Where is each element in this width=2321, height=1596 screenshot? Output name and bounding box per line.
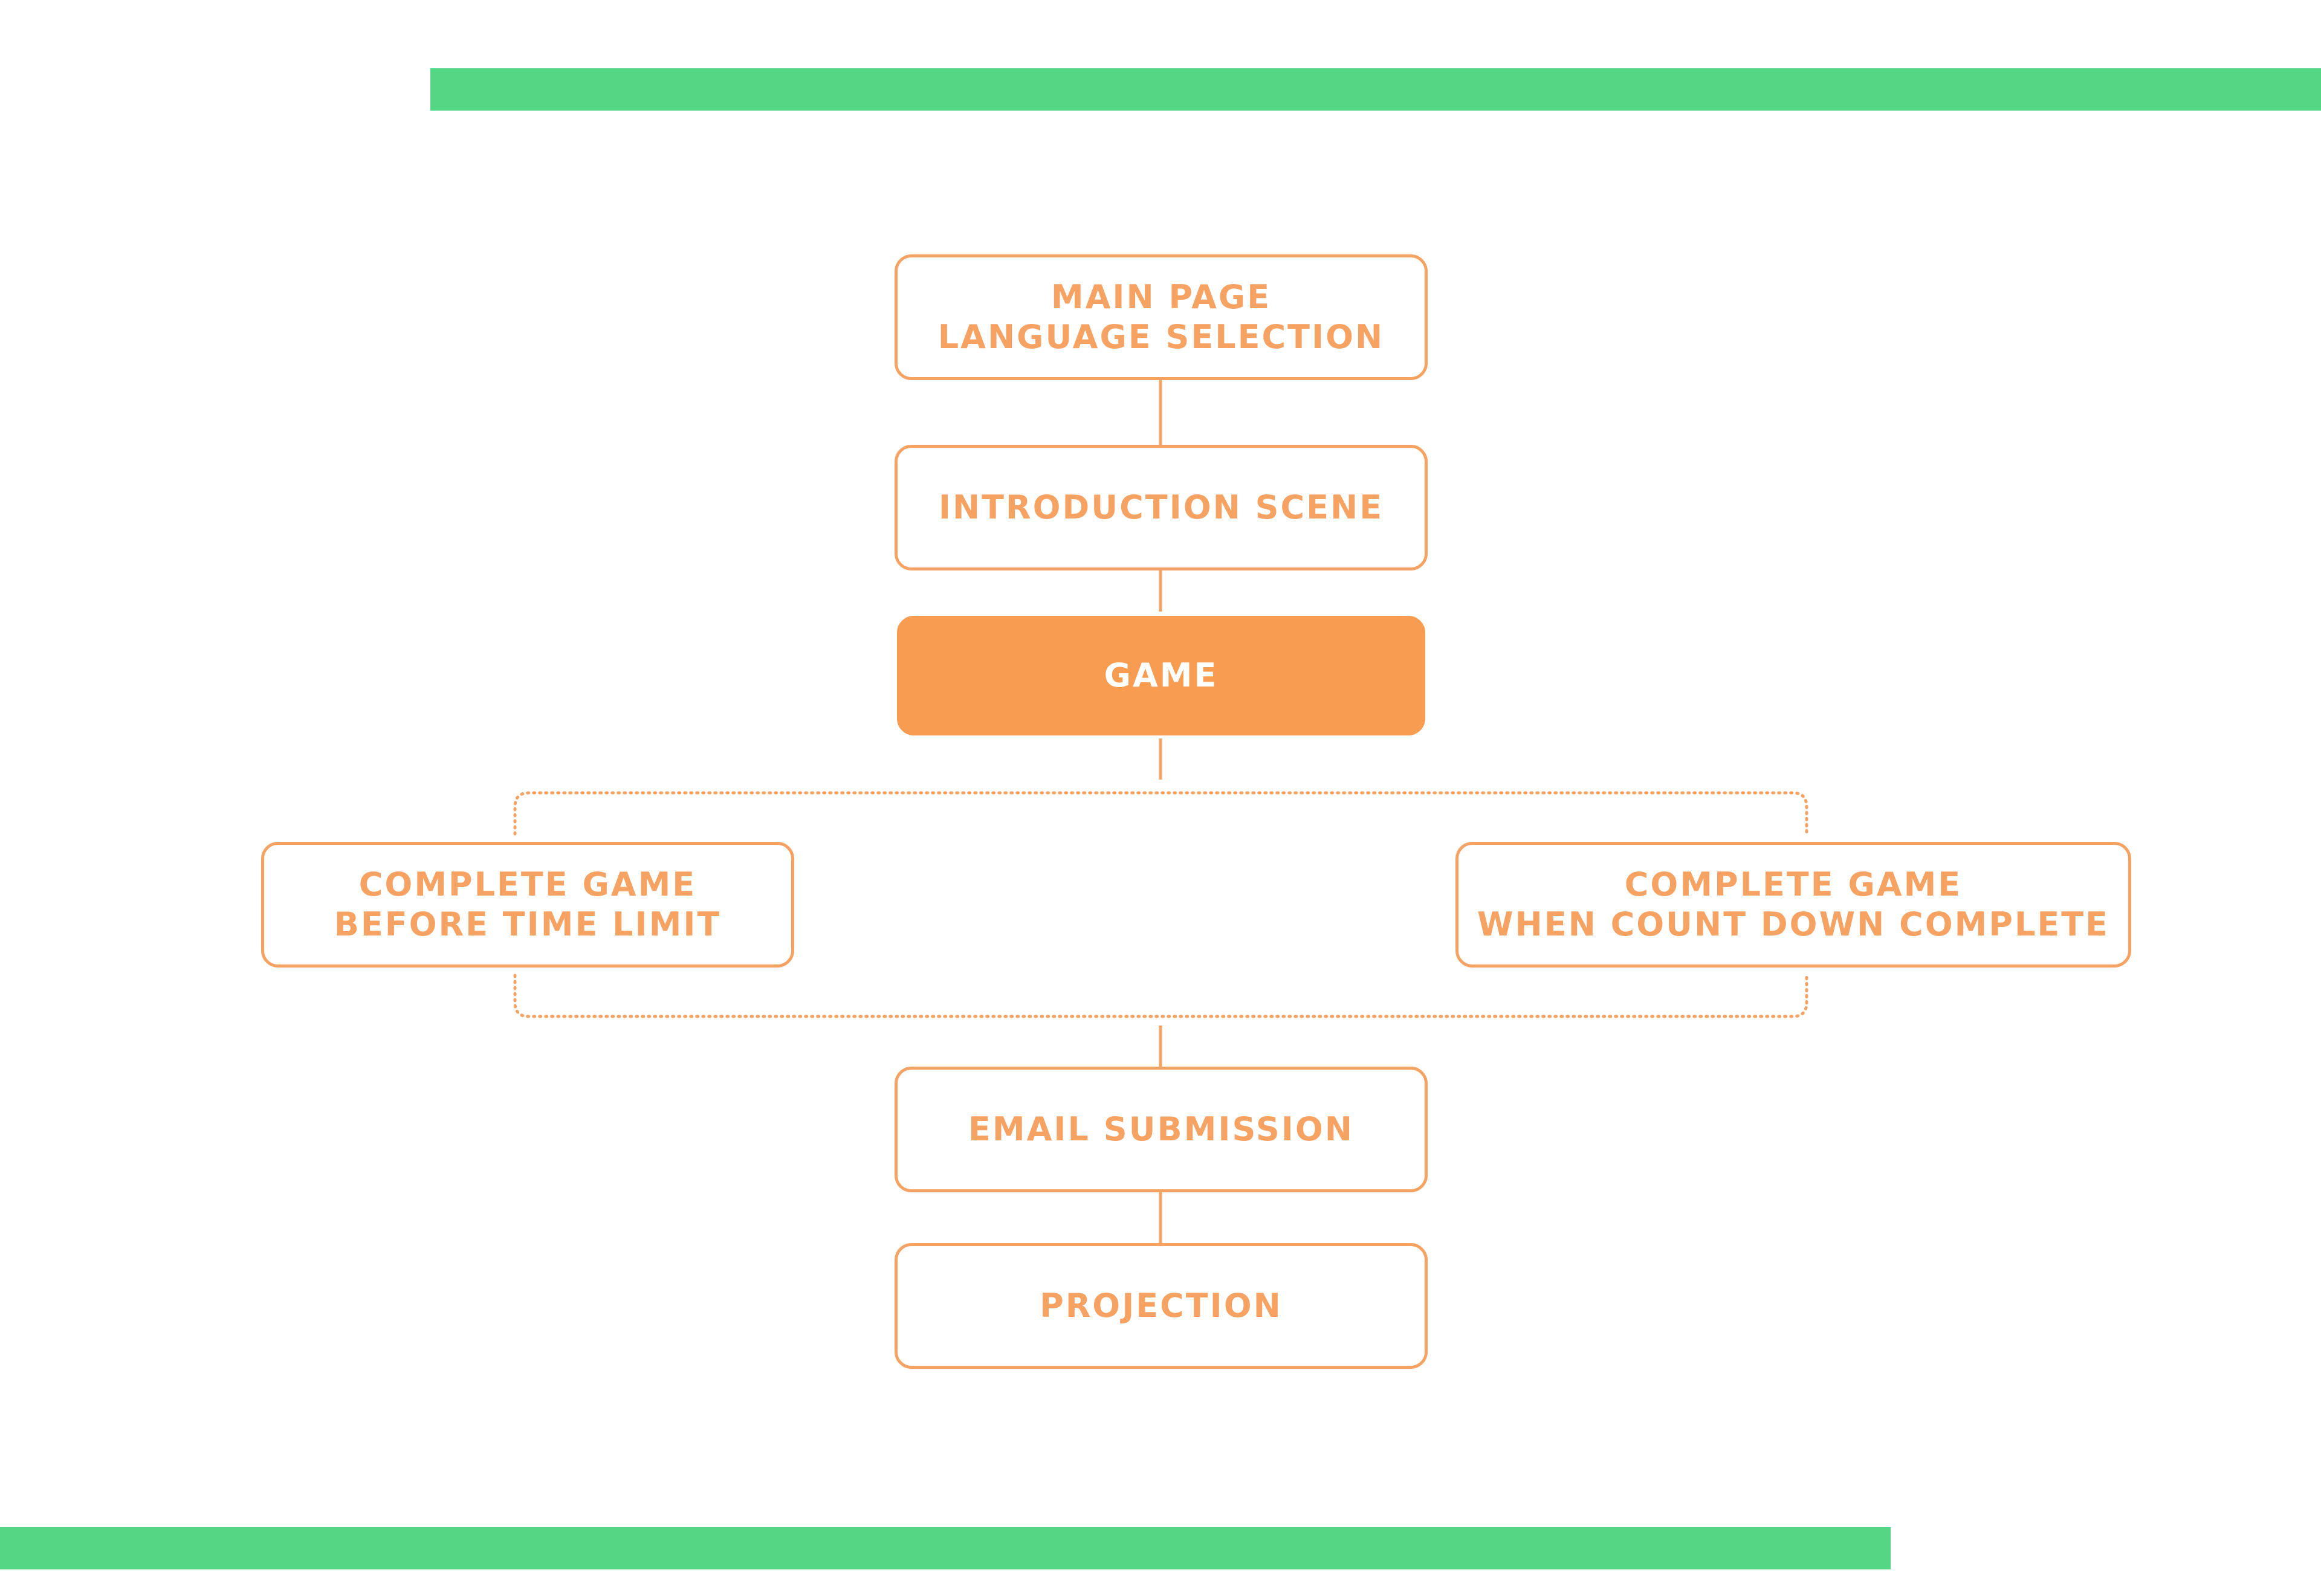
node-introduction-scene: INTRODUCTION SCENE xyxy=(895,445,1428,570)
node-complete-before-time-limit: COMPLETE GAME BEFORE TIME LIMIT xyxy=(261,842,794,968)
top-accent-stripe xyxy=(430,68,2321,111)
node-projection-label: PROJECTION xyxy=(1040,1287,1283,1325)
node-complete-before-line2: BEFORE TIME LIMIT xyxy=(334,905,722,943)
node-introduction-label: INTRODUCTION SCENE xyxy=(938,488,1384,526)
node-main-page-line2: LANGUAGE SELECTION xyxy=(937,318,1385,356)
node-email-label: EMAIL SUBMISSION xyxy=(968,1110,1354,1148)
node-email-submission: EMAIL SUBMISSION xyxy=(895,1067,1428,1192)
node-complete-before-line1: COMPLETE GAME xyxy=(358,865,697,903)
node-complete-countdown-line1: COMPLETE GAME xyxy=(1624,865,1963,903)
branch-split-dotted xyxy=(513,791,1808,836)
branch-merge-dotted xyxy=(513,974,1808,1018)
bottom-accent-stripe xyxy=(0,1527,1891,1569)
node-game: GAME xyxy=(897,616,1425,735)
node-main-page: MAIN PAGE LANGUAGE SELECTION xyxy=(895,254,1428,380)
node-main-page-line1: MAIN PAGE xyxy=(1050,278,1272,316)
node-projection: PROJECTION xyxy=(895,1243,1428,1369)
node-game-label: GAME xyxy=(1104,656,1219,694)
node-complete-countdown-line2: WHEN COUNT DOWN COMPLETE xyxy=(1477,905,2109,943)
node-complete-when-countdown: COMPLETE GAME WHEN COUNT DOWN COMPLETE xyxy=(1455,842,2131,968)
